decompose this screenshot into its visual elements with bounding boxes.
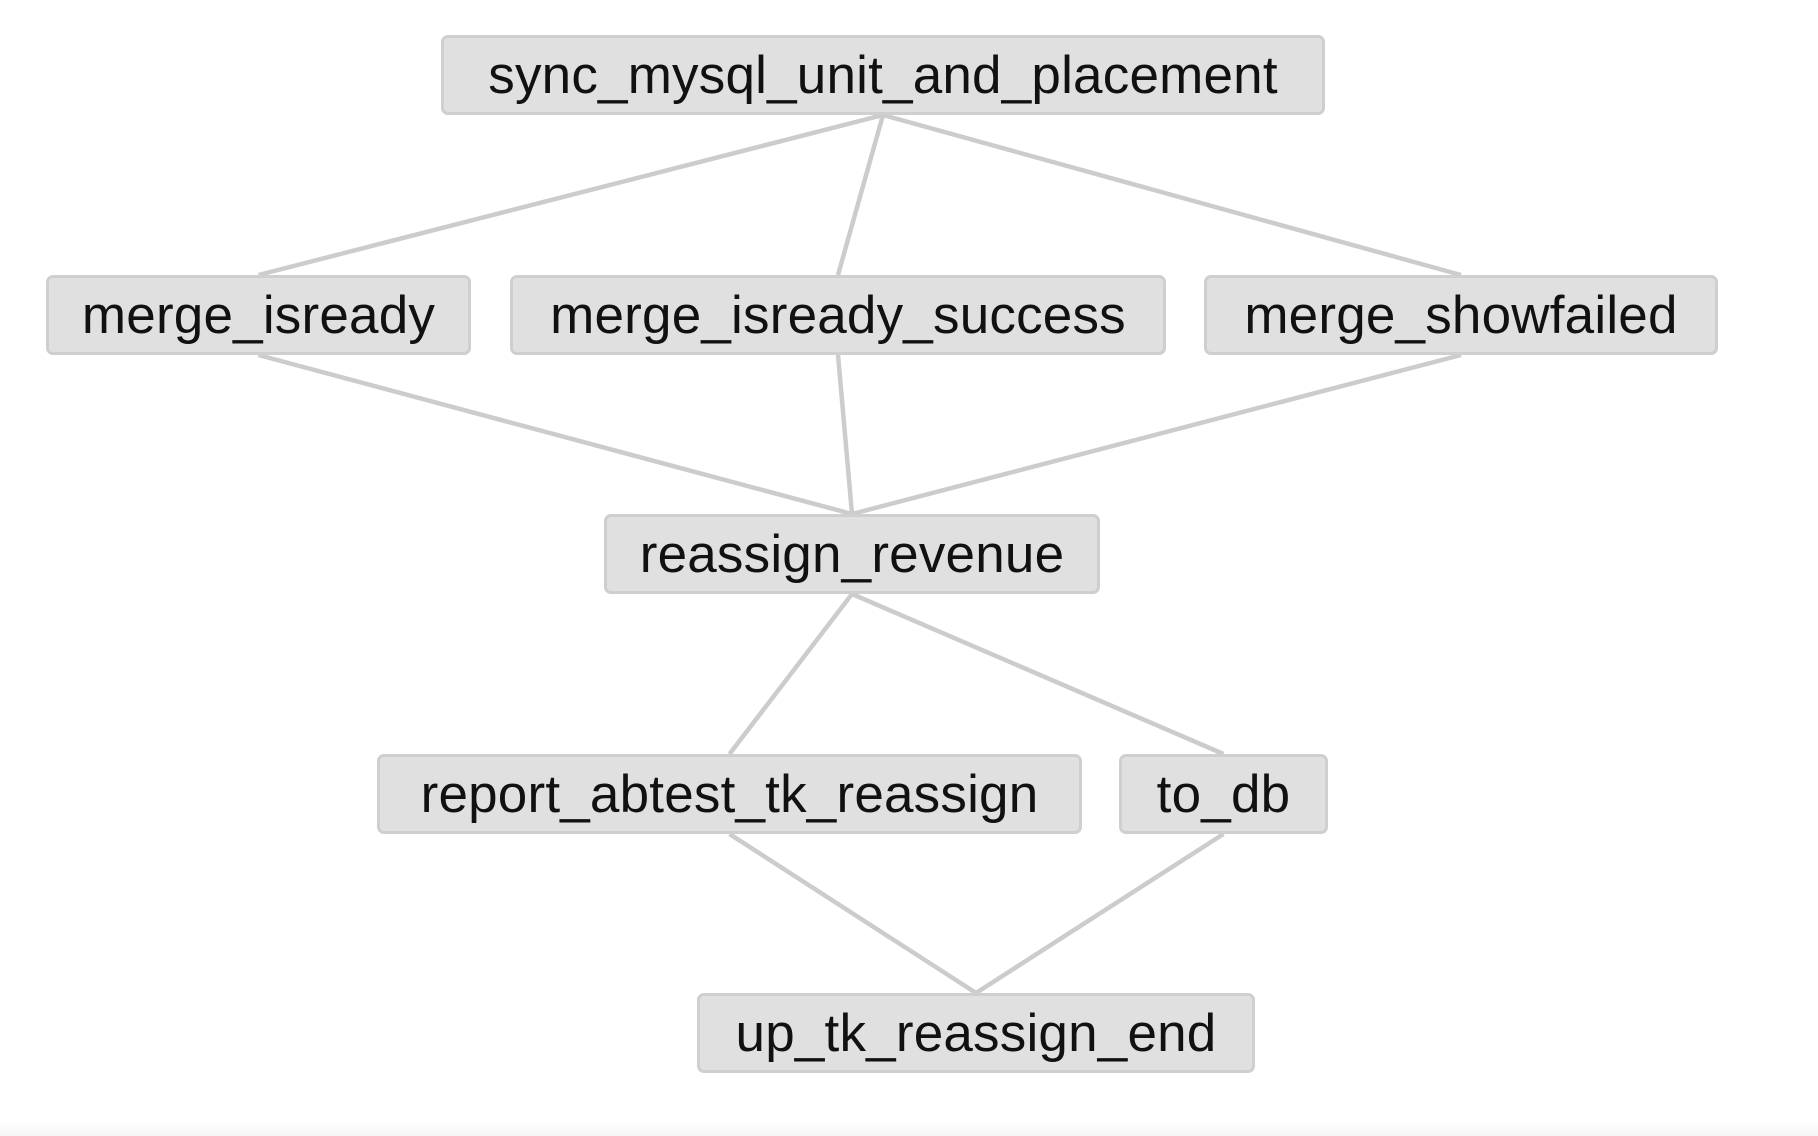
node-merge-showfailed[interactable]: merge_showfailed (1204, 275, 1718, 355)
node-label: up_tk_reassign_end (735, 1003, 1217, 1063)
node-label: merge_showfailed (1244, 285, 1678, 345)
node-label: report_abtest_tk_reassign (420, 764, 1039, 824)
edge-merge_isready-to-reassign_revenue (257, 352, 853, 517)
edge-sync_mysql_unit_and_placement-to-merge_showfailed (882, 112, 1462, 278)
edge-report_abtest_tk_reassign-to-up_tk_reassign_end (728, 832, 978, 995)
node-sync-mysql-unit-and-placement[interactable]: sync_mysql_unit_and_placement (441, 35, 1325, 115)
edge-sync_mysql_unit_and_placement-to-merge_isready_success (835, 114, 886, 276)
bottom-edge-shade (0, 1122, 1818, 1136)
node-merge-isready[interactable]: merge_isready (46, 275, 471, 355)
node-merge-isready-success[interactable]: merge_isready_success (510, 275, 1166, 355)
edge-reassign_revenue-to-report_abtest_tk_reassign (727, 592, 854, 756)
node-to-db[interactable]: to_db (1119, 754, 1328, 834)
edge-merge_isready_success-to-reassign_revenue (835, 354, 855, 515)
node-label: sync_mysql_unit_and_placement (488, 45, 1278, 105)
edge-merge_showfailed-to-reassign_revenue (851, 352, 1462, 517)
edge-reassign_revenue-to-to_db (851, 591, 1225, 757)
node-reassign-revenue[interactable]: reassign_revenue (604, 514, 1100, 594)
node-label: merge_isready_success (550, 285, 1126, 345)
node-label: to_db (1156, 764, 1291, 824)
edge-sync_mysql_unit_and_placement-to-merge_isready (257, 112, 884, 278)
node-report-abtest-tk-reassign[interactable]: report_abtest_tk_reassign (377, 754, 1082, 834)
node-label: reassign_revenue (639, 524, 1065, 584)
node-up-tk-reassign-end[interactable]: up_tk_reassign_end (697, 993, 1255, 1073)
node-label: merge_isready (81, 285, 436, 345)
edge-to_db-to-up_tk_reassign_end (974, 832, 1225, 995)
